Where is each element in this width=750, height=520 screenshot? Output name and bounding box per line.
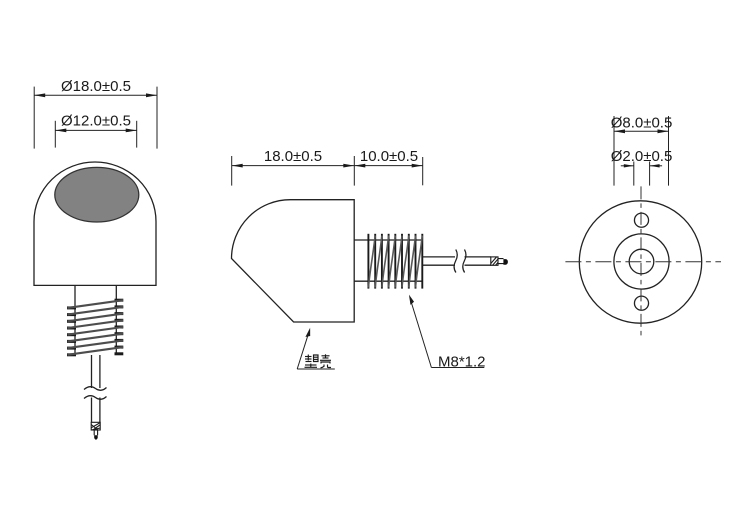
svg-text:18.0±0.5: 18.0±0.5	[264, 148, 322, 165]
svg-text:10.0±0.5: 10.0±0.5	[360, 148, 418, 165]
svg-text:Ø2.0±0.5: Ø2.0±0.5	[611, 148, 673, 165]
svg-text:Ø12.0±0.5: Ø12.0±0.5	[61, 113, 131, 130]
svg-text:M8*1.2: M8*1.2	[438, 354, 486, 371]
svg-text:Ø8.0±0.5: Ø8.0±0.5	[611, 114, 673, 131]
svg-text:Ø18.0±0.5: Ø18.0±0.5	[61, 78, 131, 95]
